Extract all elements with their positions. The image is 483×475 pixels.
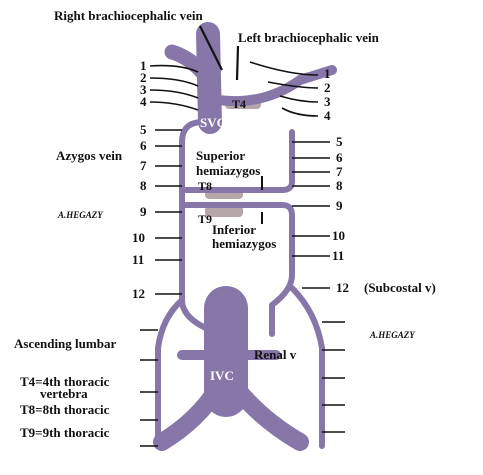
- right-numbers: 1 2 3 4 5 6 7 8 9 10 11 12: [324, 66, 349, 295]
- superior-hemiazygos-vein: [179, 129, 295, 193]
- right-ascending-lumbar-vein: [155, 297, 185, 449]
- t9-label: T9: [198, 212, 212, 226]
- legend-t4-line2: vertebra: [40, 386, 88, 401]
- left-brachiocephalic-vein: [213, 65, 337, 107]
- superior-hemiazygos-label-2: hemiazygos: [196, 163, 260, 178]
- credit-right: A.HEGAZY: [369, 330, 416, 340]
- right-number-12: 12: [336, 280, 349, 295]
- superior-vena-cava: [196, 22, 222, 134]
- legend-t9: T9=9th thoracic: [20, 425, 110, 440]
- left-intercostal-1: [249, 61, 319, 76]
- leader-right-brachiocephalic: [199, 25, 223, 71]
- left-brachiocephalic-label: Left brachiocephalic vein: [238, 30, 380, 45]
- right-intercostal-4: [149, 101, 199, 111]
- ivc-label: IVC: [210, 368, 234, 383]
- right-number-9: 9: [336, 198, 343, 213]
- right-number-1: 1: [324, 66, 331, 81]
- left-number-3: 3: [140, 82, 147, 97]
- inferior-hemiazygos-label-1: Inferior: [212, 222, 256, 237]
- ascending-lumbar-label: Ascending lumbar: [14, 336, 116, 351]
- left-number-7: 7: [140, 158, 147, 173]
- left-number-4: 4: [140, 94, 147, 109]
- right-number-11: 11: [332, 248, 344, 263]
- right-number-3: 3: [324, 94, 331, 109]
- subcostal-label: (Subcostal v): [364, 280, 436, 295]
- legend-t8: T8=8th thoracic: [20, 402, 110, 417]
- right-number-10: 10: [332, 228, 345, 243]
- veins: [153, 22, 337, 451]
- right-number-4: 4: [324, 108, 331, 123]
- right-common-iliac-vein: [153, 379, 227, 451]
- tributaries: [140, 25, 345, 447]
- t4-label: T4: [232, 97, 246, 111]
- right-intercostal-3: [149, 89, 199, 99]
- azygos-vein: [179, 119, 213, 333]
- right-intercostal-1: [149, 64, 199, 73]
- left-intercostal-2: [267, 81, 319, 89]
- credit-left: A.HEGAZY: [57, 210, 104, 220]
- right-number-8: 8: [336, 178, 343, 193]
- right-intercostal-2: [149, 77, 199, 87]
- right-number-2: 2: [324, 80, 331, 95]
- vertebra-t9: [205, 206, 243, 217]
- inferior-hemiazygos-vein: [179, 202, 295, 337]
- left-number-9: 9: [140, 204, 147, 219]
- right-number-6: 6: [336, 150, 343, 165]
- right-brachiocephalic-label: Right brachiocephalic vein: [54, 8, 204, 23]
- renal-label: Renal v: [254, 347, 297, 362]
- svc-label: SVC: [200, 115, 226, 130]
- left-numbers: 1 2 3 4 5 6 7 8 9 10 11 12: [132, 58, 147, 301]
- left-common-iliac-vein: [227, 379, 309, 451]
- inferior-hemiazygos-label-2: hemiazygos: [212, 236, 276, 251]
- left-number-10: 10: [132, 230, 145, 245]
- t8-label: T8: [198, 179, 212, 193]
- left-intercostal-4: [281, 107, 319, 117]
- left-number-8: 8: [140, 178, 147, 193]
- left-number-6: 6: [140, 138, 147, 153]
- left-number-11: 11: [132, 252, 144, 267]
- right-number-5: 5: [336, 134, 343, 149]
- leader-left-brachiocephalic: [235, 45, 240, 81]
- left-number-12: 12: [132, 286, 145, 301]
- left-intercostal-3: [279, 95, 319, 103]
- left-ascending-lumbar-vein: [289, 285, 325, 449]
- legend-t4-line1: T4=4th thoracic: [20, 374, 110, 389]
- left-number-1: 1: [140, 58, 147, 73]
- superior-hemiazygos-label-1: Superior: [196, 148, 245, 163]
- azygos-label: Azygos vein: [56, 148, 123, 163]
- left-number-2: 2: [140, 70, 147, 85]
- right-number-7: 7: [336, 164, 343, 179]
- left-number-5: 5: [140, 122, 147, 137]
